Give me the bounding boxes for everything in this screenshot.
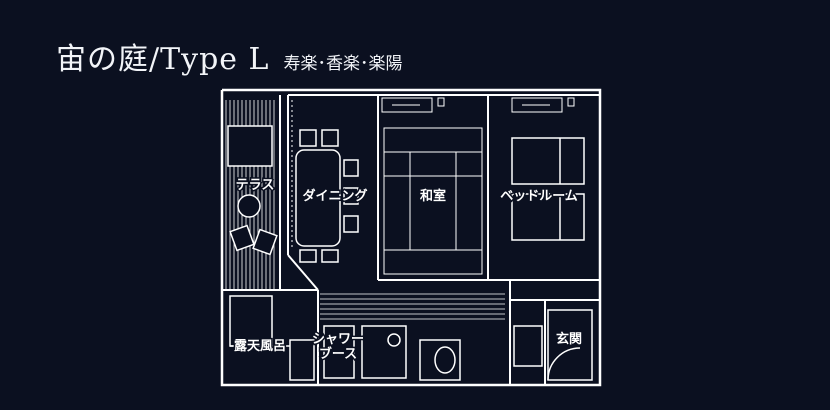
room-label-genkan: 玄関 — [556, 331, 582, 347]
room-label-bedroom: ベッドルーム — [500, 189, 578, 204]
room-label-shower-line1: シャワー — [312, 332, 364, 347]
corridor-deck — [320, 293, 505, 320]
room-label-rotenburo: 露天風呂 — [234, 339, 286, 354]
bath-fixtures — [229, 295, 593, 381]
room-label-dining: ダイニング — [302, 188, 367, 204]
room-label-washitsu: 和室 — [420, 188, 446, 204]
dining-furniture — [295, 129, 359, 263]
beds — [511, 137, 585, 241]
plan-title-rooms: 寿楽･香楽･楽陽 — [283, 54, 403, 74]
plan-title-main: 宙の庭/Type L — [56, 42, 270, 77]
ceiling-units — [291, 97, 575, 250]
interior-walls — [222, 94, 600, 386]
room-label-terrace: テラス — [236, 178, 275, 193]
plan-title: 宙の庭/Type L 寿楽･香楽･楽陽 — [56, 34, 402, 78]
room-label-shower-line2: ブース — [319, 346, 357, 362]
terrace-furniture — [227, 125, 278, 256]
tatami-mats — [383, 127, 483, 275]
